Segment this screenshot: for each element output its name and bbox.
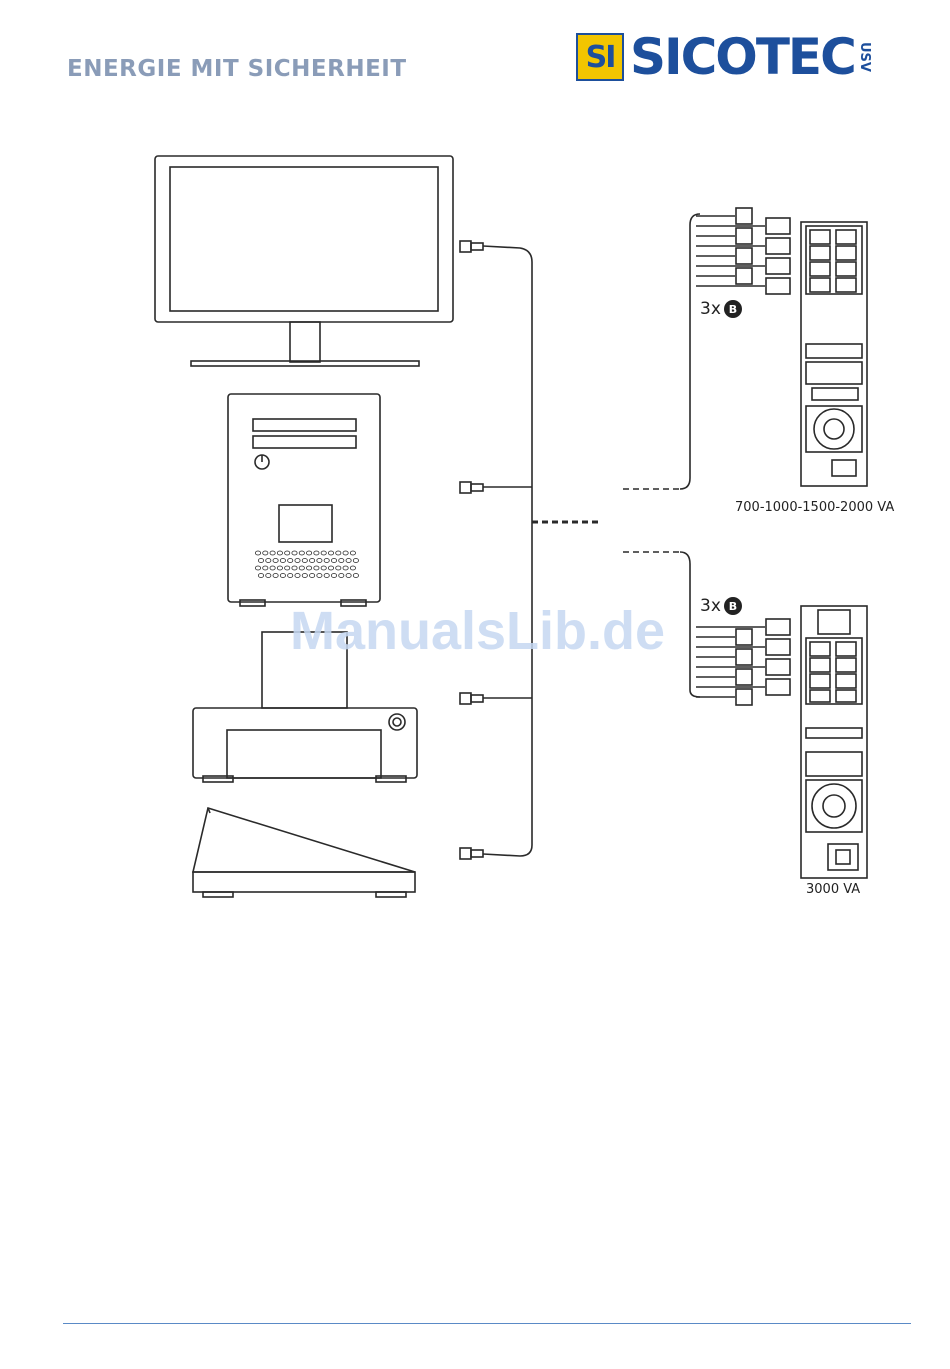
device-plug-icon	[460, 241, 483, 859]
ups-top-cable-count: 3x B	[700, 299, 742, 319]
computer-tower-icon	[228, 394, 380, 606]
ups-unit-top	[801, 222, 867, 486]
ups-top-label: 700-1000-1500-2000 VA	[735, 500, 894, 515]
ups-unit-bottom	[801, 606, 867, 878]
cable-badge: B	[724, 597, 742, 615]
watermark: ManualsLib.de	[290, 600, 665, 662]
ups-bottom-label: 3000 VA	[806, 882, 860, 897]
top-output-cables	[696, 208, 790, 294]
count-prefix: 3x	[700, 299, 721, 319]
tower-vent-icon	[255, 551, 358, 578]
footer-divider	[63, 1323, 911, 1324]
monitor-icon	[155, 156, 453, 366]
count-prefix: 3x	[700, 596, 721, 616]
keyboard-icon	[193, 808, 415, 897]
ups-bottom-cable-count: 3x B	[700, 596, 742, 616]
bottom-output-cables	[696, 619, 790, 705]
cable-badge: B	[724, 300, 742, 318]
